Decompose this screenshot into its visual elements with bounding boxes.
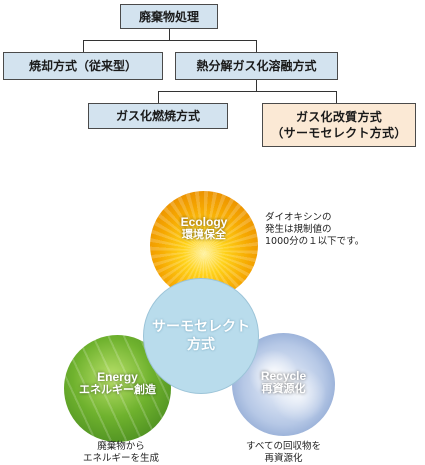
connector-gasify-reform-down xyxy=(336,91,337,103)
energy-title-jp: エネルギー創造 xyxy=(79,384,156,396)
ecology-caption: ダイオキシンの 発生は規制値の 1000分の１以下です。 xyxy=(265,212,365,247)
ecology-title: Ecology 環境保全 xyxy=(150,215,258,242)
connector-level2-horizontal xyxy=(158,91,336,92)
connector-incineration-down xyxy=(83,40,84,52)
tree-box-root: 廃棄物処理 xyxy=(120,4,218,29)
recycle-title: Recycle 再資源化 xyxy=(232,369,335,396)
energy-caption: 廃棄物から エネルギーを生成 xyxy=(82,441,159,464)
connector-pyrolysis-down xyxy=(256,40,257,52)
connector-pyrolysis-sub-down xyxy=(256,80,257,92)
connector-gasify-combustion-down xyxy=(158,91,159,103)
recycle-title-jp: 再資源化 xyxy=(261,383,306,395)
tree-box-incineration: 焼却方式（従来型） xyxy=(3,52,163,80)
recycle-caption: すべての回収物を 再資源化 xyxy=(246,441,321,464)
tree-box-gasify-reform: ガス化改質方式 （サーモセレクト方式） xyxy=(262,103,416,147)
recycle-title-en: Recycle xyxy=(260,369,307,383)
tree-box-gasify-combustion: ガス化燃焼方式 xyxy=(88,103,228,129)
ecology-title-jp: 環境保全 xyxy=(182,229,226,241)
thermoselect-center-circle: サーモセレクト 方式 xyxy=(143,278,259,394)
tree-box-pyrolysis: 熱分解ガス化溶融方式 xyxy=(175,52,338,80)
energy-title: Energy エネルギー創造 xyxy=(64,370,171,397)
center-circle-label: サーモセレクト 方式 xyxy=(152,319,250,353)
connector-level1-horizontal xyxy=(83,40,256,41)
energy-title-en: Energy xyxy=(97,370,138,384)
ecology-title-en: Ecology xyxy=(180,215,228,229)
connector-root-down xyxy=(169,28,170,41)
